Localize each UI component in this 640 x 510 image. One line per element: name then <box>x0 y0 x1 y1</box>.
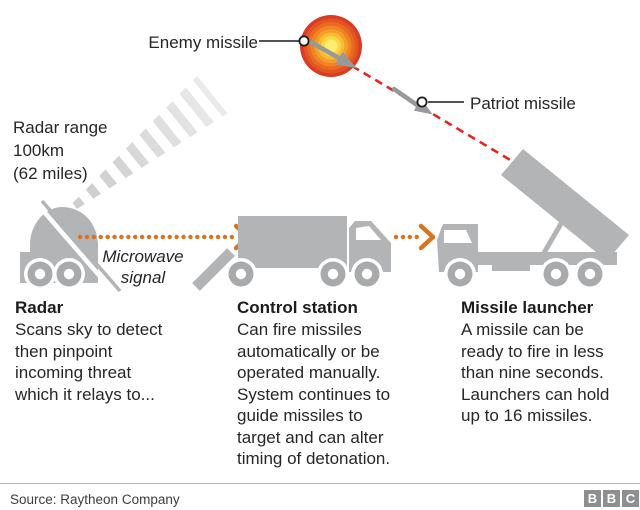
control-station-heading: Control station <box>237 298 358 317</box>
missile-launcher-description: A missile can be ready to fire in less t… <box>461 320 610 425</box>
control-station-wheels <box>225 258 383 290</box>
bbc-logo-block: B <box>584 490 601 507</box>
radar-heading: Radar <box>15 298 64 317</box>
missile-launcher-heading: Missile launcher <box>461 298 594 317</box>
radar-description: Scans sky to detect then pinpoint incomi… <box>15 320 163 404</box>
control-station-description: Can fire missiles automatically or be op… <box>237 320 391 468</box>
microwave-signal-arrow <box>77 223 251 251</box>
enemy-missile-callout <box>259 35 310 47</box>
radar-wheels <box>24 258 85 290</box>
footer-divider <box>0 483 640 484</box>
bbc-logo: B B C <box>584 490 639 507</box>
missile-launcher-icon <box>437 149 629 290</box>
bbc-logo-block: B <box>603 490 620 507</box>
radar-range-label: Radar range 100km (62 miles) <box>13 118 108 183</box>
trajectory-dashed-line <box>351 64 513 163</box>
source-credit: Source: Raytheon Company <box>10 492 180 507</box>
launcher-wheels <box>444 258 606 290</box>
enemy-missile-label: Enemy missile <box>148 33 258 52</box>
patriot-missile-callout <box>416 96 464 108</box>
launch-command-arrow <box>393 223 436 251</box>
bbc-logo-block: C <box>622 490 639 507</box>
patriot-missile-label: Patriot missile <box>470 94 576 113</box>
enemy-missile-icon <box>302 36 357 69</box>
microwave-signal-label: Microwave signal <box>102 247 184 287</box>
control-station-icon <box>192 216 391 291</box>
radar-vehicle-icon <box>20 199 122 298</box>
